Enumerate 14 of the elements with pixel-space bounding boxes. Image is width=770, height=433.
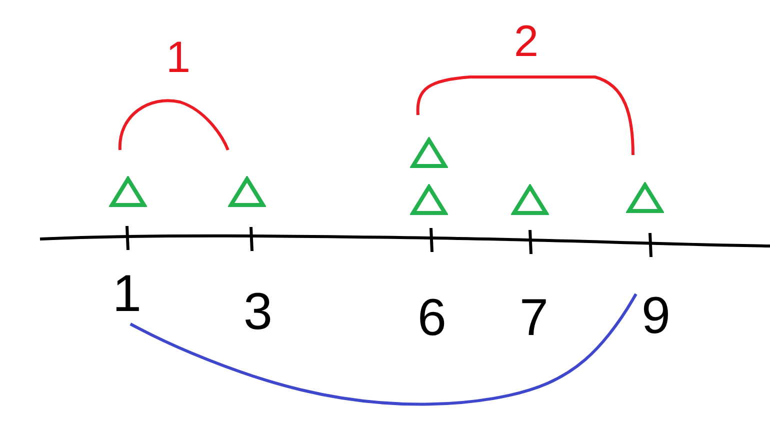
triangle-marker (410, 137, 448, 169)
triangle-marker (228, 176, 266, 208)
number-label: 1 (110, 268, 144, 324)
curved-connector (128, 292, 638, 406)
triangle-marker (626, 182, 664, 214)
number-label: 6 (414, 292, 450, 348)
number-label: 3 (240, 286, 276, 342)
triangle-marker (511, 184, 549, 216)
triangle-marker (109, 176, 147, 208)
number-label: 9 (636, 290, 676, 350)
bracket-label: 2 (514, 20, 538, 64)
bracket-label: 1 (166, 36, 190, 80)
number-label: 7 (514, 292, 554, 348)
triangle-marker (410, 184, 448, 216)
